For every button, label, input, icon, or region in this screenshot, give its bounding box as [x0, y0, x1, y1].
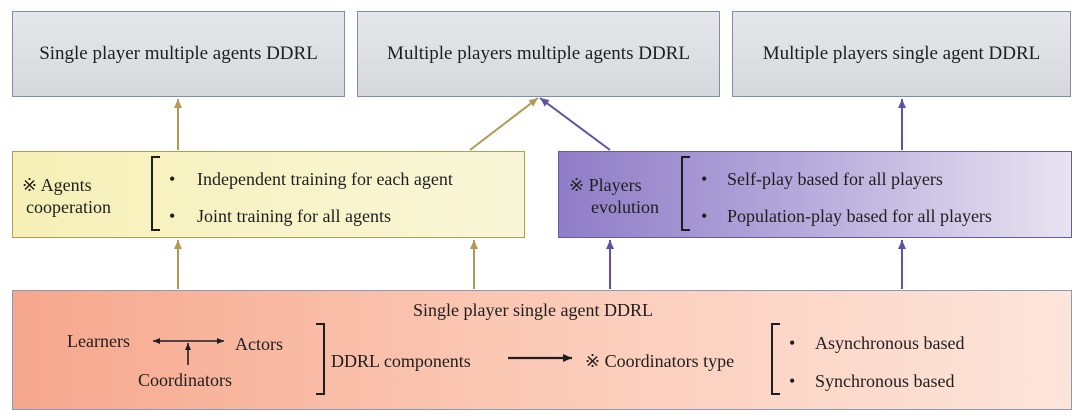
players-bullet-1: Self-play based for all players — [727, 169, 943, 189]
agents-title-line1: ※ Agents — [22, 175, 92, 195]
box-multiple-players-multiple-agents: Multiple players multiple agents DDRL — [357, 11, 720, 97]
coordinators-bullet-1: Asynchronous based — [815, 333, 965, 353]
bullet-marker: • — [789, 333, 796, 353]
agents-bullet-1: Independent training for each agent — [197, 169, 453, 189]
players-title-line2: evolution — [591, 197, 659, 217]
box-players-evolution: ※ Players evolution • Self-play based fo… — [558, 151, 1072, 238]
coordinators-type-bracket — [771, 323, 780, 395]
players-title-line1: ※ Players — [569, 175, 642, 195]
bullet-marker: • — [169, 169, 176, 189]
coordinators-type-label: ※ Coordinators type — [585, 351, 735, 371]
learners-label: Learners — [67, 331, 130, 351]
agents-bullet-2: Joint training for all agents — [197, 206, 391, 226]
agents-bracket — [151, 156, 160, 231]
components-bracket — [316, 323, 325, 395]
box-agents-cooperation: ※ Agents cooperation • Independent train… — [12, 151, 525, 238]
box-label: Single player multiple agents DDRL — [39, 43, 318, 64]
agents-title-line2: cooperation — [26, 197, 111, 217]
players-bracket — [681, 156, 690, 231]
arrow-agents-to-multiple-players-multiple-agents — [469, 97, 539, 151]
players-bullet-2: Population-play based for all players — [727, 206, 992, 226]
box-label: Multiple players single agent DDRL — [762, 43, 1041, 64]
ddrl-components-label: DDRL components — [331, 351, 471, 371]
actors-label: Actors — [235, 334, 283, 354]
coordinators-label: Coordinators — [138, 370, 232, 390]
bullet-marker: • — [701, 169, 708, 189]
bullet-marker: • — [169, 206, 176, 226]
coordinators-bullet-2: Synchronous based — [815, 371, 955, 391]
arrow-players-to-multiple-players-multiple-agents — [539, 97, 611, 151]
bullet-marker: • — [789, 371, 796, 391]
box-label: Multiple players multiple agents DDRL — [387, 43, 690, 64]
box-single-player-multiple-agents: Single player multiple agents DDRL — [12, 11, 345, 97]
box-multiple-players-single-agent: Multiple players single agent DDRL — [732, 11, 1071, 97]
bullet-marker: • — [701, 206, 708, 226]
bottom-title: Single player single agent DDRL — [413, 300, 653, 320]
